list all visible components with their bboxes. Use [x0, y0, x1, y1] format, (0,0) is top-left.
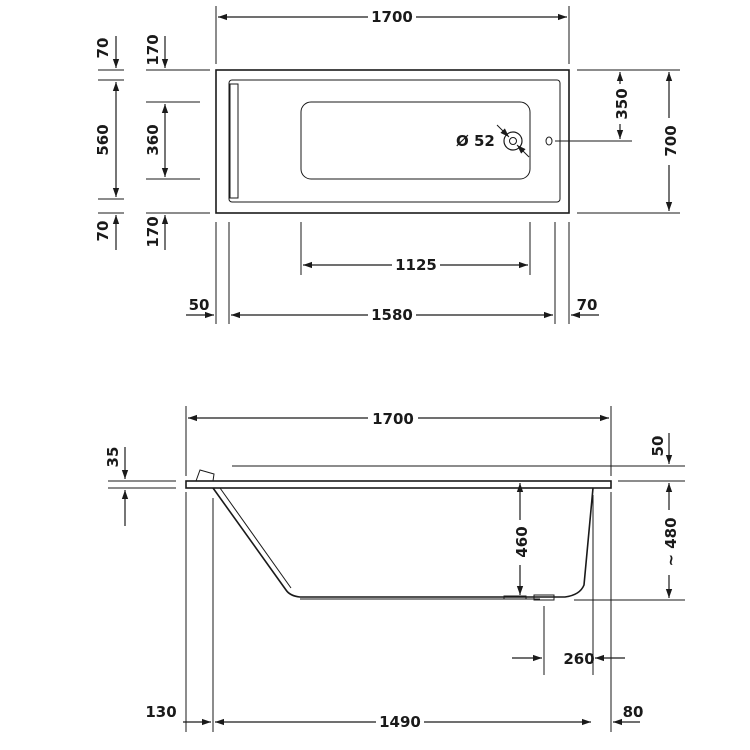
backrest-panel — [229, 83, 239, 199]
left-offset-label: 130 — [145, 703, 176, 721]
side-view: 1700 35 50 460 ~ 480 260 130 — [104, 406, 685, 732]
drain-position-label: 260 — [563, 650, 594, 668]
inner-width-label: 560 — [94, 124, 112, 155]
side-overall-length-label: 1700 — [372, 410, 414, 428]
drain-fitting — [533, 594, 555, 601]
drain-outer-circle — [503, 131, 523, 151]
inner-depth-label: 460 — [513, 526, 531, 557]
top-view: Ø 52 1700 70 560 70 170 360 — [94, 6, 680, 324]
overall-height-label: ~ 480 — [662, 517, 680, 566]
rim-top-label: 70 — [94, 38, 112, 59]
inner-length-label: 1580 — [371, 306, 413, 324]
drain-offset-label: 350 — [613, 88, 631, 119]
basin-length-label: 1125 — [395, 256, 437, 274]
overall-length-label: 1700 — [371, 8, 413, 26]
bottom-length-label: 1490 — [379, 713, 421, 731]
offset-bottom-label: 170 — [144, 216, 162, 247]
offset-top-label: 170 — [144, 34, 162, 65]
rim-left-label: 50 — [189, 296, 210, 314]
basin-width-label: 360 — [144, 124, 162, 155]
overall-width-label: 700 — [662, 125, 680, 156]
tub-rim — [185, 480, 612, 489]
rim-thickness-label: 35 — [104, 447, 122, 468]
tub-inner-outline — [228, 79, 561, 203]
drain-diameter-label: Ø 52 — [456, 132, 495, 150]
rim-depth-label: 50 — [649, 436, 667, 457]
rim-right-label: 70 — [577, 296, 598, 314]
basin-outline — [300, 101, 531, 180]
tub-body-outline — [212, 487, 594, 598]
right-offset-label: 80 — [623, 703, 644, 721]
overflow-icon — [545, 136, 553, 146]
rim-bottom-label: 70 — [94, 221, 112, 242]
drain-inner-circle — [509, 137, 517, 145]
